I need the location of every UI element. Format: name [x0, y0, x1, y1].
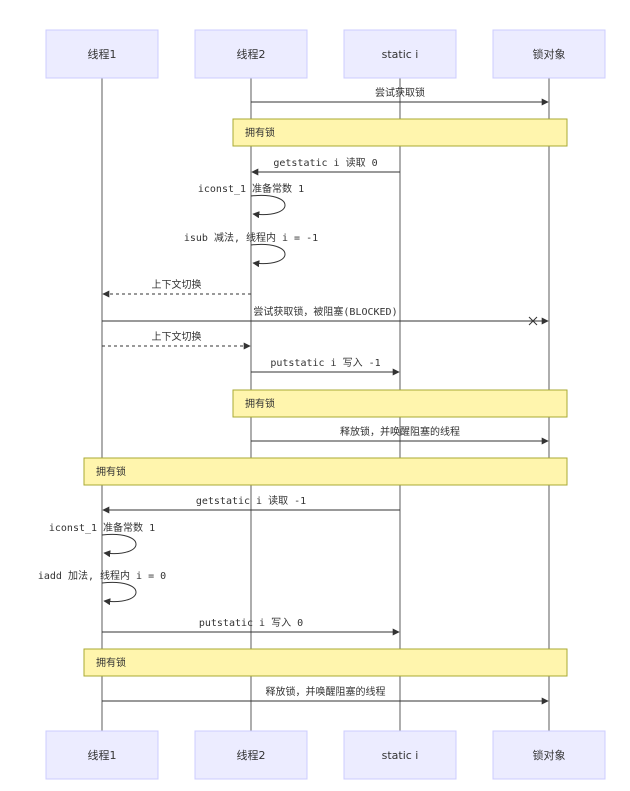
- actor-box: [343, 730, 457, 780]
- actor-lock-top: 锁对象: [492, 29, 606, 79]
- cross-icon: [528, 316, 538, 326]
- self-loop-arrow: [101, 533, 137, 558]
- actor-si-bottom: static i: [343, 730, 457, 780]
- note-label: 拥有锁: [245, 126, 275, 139]
- message-label: getstatic i 读取 0: [273, 156, 377, 169]
- note-box: [232, 118, 568, 147]
- message: putstatic i 写入 0: [102, 617, 400, 636]
- self-message-label: iadd 加法, 线程内 i = 0: [38, 569, 166, 582]
- actor-box: [45, 730, 159, 780]
- note: 拥有锁: [232, 389, 568, 418]
- note: 拥有锁: [83, 648, 568, 677]
- self-loop-arrow: [250, 194, 286, 219]
- message-label: 尝试获取锁，被阻塞(BLOCKED): [253, 305, 397, 318]
- message: getstatic i 读取 -1: [102, 494, 400, 514]
- actor-label: static i: [382, 48, 419, 61]
- message-label: 释放锁，并唤醒阻塞的线程: [340, 425, 460, 438]
- actor-label: 线程1: [88, 47, 117, 61]
- self-message: isub 减法, 线程内 i = -1: [184, 231, 318, 268]
- note-label: 拥有锁: [245, 397, 275, 410]
- actor-box: [194, 29, 308, 79]
- message: 尝试获取锁: [251, 86, 549, 106]
- actor-t1-top: 线程1: [45, 29, 159, 79]
- note-box: [232, 389, 568, 418]
- message: getstatic i 读取 0: [251, 156, 400, 176]
- actor-label: 线程2: [237, 748, 266, 762]
- self-message: iconst_1 准备常数 1: [198, 182, 304, 219]
- actor-label: 锁对象: [533, 748, 566, 762]
- message-label: putstatic i 写入 0: [199, 617, 303, 629]
- actor-label: 线程2: [237, 47, 266, 61]
- note-box: [83, 457, 568, 486]
- message: 释放锁，并唤醒阻塞的线程: [102, 685, 549, 705]
- message-label: 上下文切换: [152, 330, 202, 343]
- self-message-label: iconst_1 准备常数 1: [49, 521, 155, 534]
- actor-box: [45, 29, 159, 79]
- actor-label: 锁对象: [533, 47, 566, 61]
- actor-si-top: static i: [343, 29, 457, 79]
- message: 上下文切换: [102, 330, 251, 350]
- actor-label: 线程1: [88, 748, 117, 762]
- note: 拥有锁: [232, 118, 568, 147]
- message-label: putstatic i 写入 -1: [270, 357, 380, 369]
- actor-t1-bottom: 线程1: [45, 730, 159, 780]
- self-message-label: iconst_1 准备常数 1: [198, 182, 304, 195]
- actor-label: static i: [382, 749, 419, 762]
- actor-t2-bottom: 线程2: [194, 730, 308, 780]
- actor-box: [343, 29, 457, 79]
- self-message: iadd 加法, 线程内 i = 0: [38, 569, 166, 606]
- actor-t2-top: 线程2: [194, 29, 308, 79]
- note: 拥有锁: [83, 457, 568, 486]
- message: putstatic i 写入 -1: [251, 357, 400, 376]
- message-label: 上下文切换: [152, 278, 202, 291]
- self-message-label: isub 减法, 线程内 i = -1: [184, 231, 318, 244]
- self-loop-arrow: [101, 581, 137, 606]
- note-label: 拥有锁: [96, 465, 126, 478]
- actor-box: [194, 730, 308, 780]
- message: 释放锁，并唤醒阻塞的线程: [251, 425, 549, 445]
- message: 上下文切换: [102, 278, 251, 298]
- message-label: 释放锁，并唤醒阻塞的线程: [266, 685, 386, 698]
- self-loop-arrow: [250, 243, 286, 268]
- self-message: iconst_1 准备常数 1: [49, 521, 155, 558]
- note-label: 拥有锁: [96, 656, 126, 669]
- message-label: getstatic i 读取 -1: [196, 494, 306, 507]
- actor-box: [492, 730, 606, 780]
- actor-lock-bottom: 锁对象: [492, 730, 606, 780]
- actor-box: [492, 29, 606, 79]
- note-box: [83, 648, 568, 677]
- message-label: 尝试获取锁: [375, 86, 425, 99]
- message: 尝试获取锁，被阻塞(BLOCKED): [102, 305, 549, 326]
